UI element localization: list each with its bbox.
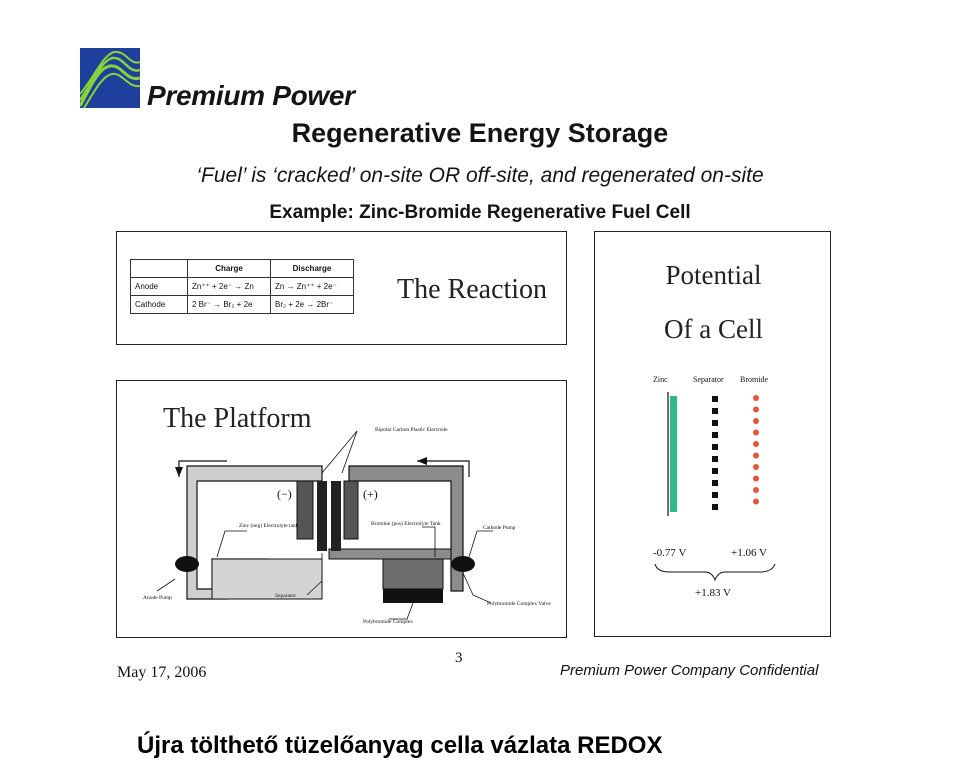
polybromide-complex [383, 589, 443, 603]
bromide-voltage: +1.06 V [731, 547, 767, 559]
anode-pump-icon [175, 556, 199, 572]
bromide-marker [753, 498, 759, 505]
reaction-label: The Reaction [397, 274, 548, 305]
annotation-bipolar: Bipolar Carbon Plastic Electrode [375, 427, 448, 433]
separator-marker [712, 432, 718, 438]
reaction-panel: Charge Discharge Anode Zn⁺⁺ + 2e⁻ → Zn Z… [116, 231, 567, 345]
reaction-row-cathode-discharge: Br₂ + 2e → 2Br⁻ [270, 295, 354, 314]
minus-sign: (−) [277, 487, 292, 501]
footer-confidential: Premium Power Company Confidential [560, 662, 819, 679]
bromide-column-label: Bromide [740, 375, 768, 384]
brand-name: Premium Power [147, 80, 355, 111]
bromide-marker [753, 418, 759, 424]
reaction-header-blank [130, 259, 188, 278]
potential-title-line2: Of a Cell [664, 314, 763, 344]
separator-marker [712, 468, 718, 474]
zinc-electrolyte-tank [211, 558, 323, 600]
annotation-cathode-pump: Cathode Pump [483, 525, 516, 531]
separator-marker [712, 492, 718, 498]
reaction-table: Charge Discharge Anode Zn⁺⁺ + 2e⁻ → Zn Z… [130, 259, 354, 314]
potential-title-line1: Potential [665, 260, 762, 290]
reaction-row-anode-discharge: Zn → Zn⁺⁺ + 2e⁻ [270, 277, 354, 296]
separator-marker [712, 444, 718, 450]
platform-panel: The Platform (−) (+) [116, 380, 567, 638]
voltage-brace [654, 563, 776, 582]
premium-power-logo [78, 48, 141, 109]
bipolar-electrode-left [317, 481, 327, 551]
annotation-complex: Polybromide Complex [363, 619, 413, 625]
reaction-header-charge: Charge [187, 259, 271, 278]
footer-page-number: 3 [455, 650, 463, 666]
separator-marker [712, 480, 718, 486]
annotation-bromine-tank: Bromine (pos) Electrolyte Tank [371, 520, 441, 527]
separator-marker [712, 504, 718, 510]
platform-diagram: (−) (+) Bipolar Carbon Plastic Electrode… [143, 427, 551, 625]
annotation-anode-pump: Anode Pump [143, 595, 172, 601]
separator-marker [712, 396, 718, 402]
slide-example-heading: Example: Zinc-Bromide Regenerative Fuel … [269, 202, 691, 223]
plus-sign: (+) [363, 487, 378, 501]
reaction-row-cathode-label: Cathode [130, 295, 188, 314]
slide-caption: Újra tölthető tüzelőanyag cella vázlata … [137, 732, 663, 759]
bromine-return [328, 548, 452, 560]
bipolar-electrode-right [331, 481, 341, 551]
cathode-pump-icon [451, 556, 475, 572]
slide-title: Regenerative Energy Storage [291, 118, 669, 148]
reaction-row-anode-charge: Zn⁺⁺ + 2e⁻ → Zn [187, 277, 271, 296]
reaction-row-anode-label: Anode [130, 277, 188, 296]
positive-electrode [343, 480, 359, 540]
slide-subtitle: ‘Fuel’ is ‘cracked’ on-site OR off-site,… [196, 164, 764, 187]
reaction-header-discharge: Discharge [270, 259, 354, 278]
reaction-row-cathode-charge: 2 Br⁻ → Br₂ + 2e [187, 295, 271, 314]
cell-voltage: +1.83 V [695, 587, 731, 599]
zinc-column-label: Zinc [653, 375, 668, 384]
bromine-electrolyte-tank [382, 558, 444, 590]
bromide-markers [753, 395, 759, 505]
annotation-zinc-tank: Zinc (neg) Electrolyte tank [239, 522, 299, 529]
separator-marker [712, 456, 718, 462]
separator-marker [712, 420, 718, 426]
zinc-voltage: -0.77 V [653, 547, 686, 559]
negative-electrode [296, 480, 314, 540]
annotation-valve: Polybromide Complex Valve [487, 601, 551, 607]
bromide-marker [753, 441, 759, 447]
platform-label: The Platform [163, 403, 312, 434]
bromide-marker [753, 395, 759, 401]
separator-markers [712, 396, 718, 510]
potential-diagram: Zinc Separator Bromide -0.77 V +1.06 V +… [653, 375, 776, 599]
separator-column-label: Separator [693, 375, 724, 384]
bromide-marker [753, 452, 759, 459]
bromide-marker [753, 406, 759, 413]
bromide-marker [753, 475, 759, 482]
footer-date: May 17, 2006 [117, 664, 207, 681]
bromide-marker [753, 487, 759, 493]
separator-marker [712, 408, 718, 414]
bromide-marker [753, 429, 759, 436]
potential-panel: Potential Of a Cell Zinc Separator Bromi… [594, 231, 831, 637]
bromide-marker [753, 464, 759, 470]
zinc-potential-bar [670, 396, 677, 512]
annotation-separator: Separator [275, 593, 296, 599]
